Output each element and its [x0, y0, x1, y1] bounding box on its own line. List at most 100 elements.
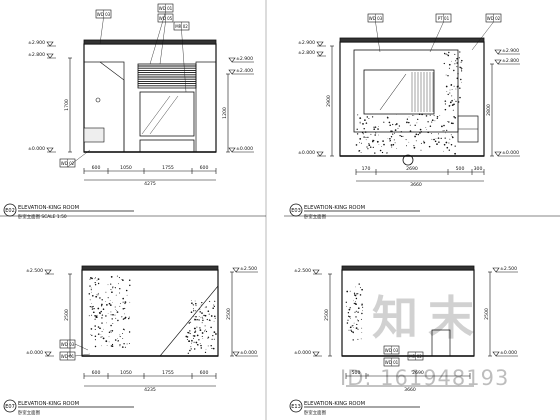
elevation-title-text: ELEVATION-KING ROOM [304, 401, 365, 407]
vertical-dimension: 2800 [486, 63, 494, 157]
stone-speck [366, 116, 369, 118]
elevation-panel-e03: ±2.900±2.800±0.000±2.900±2.800±0.0002900… [284, 13, 560, 220]
stone-speck [461, 81, 463, 83]
stone-speck [213, 320, 215, 322]
level-value: ±2.400 [236, 68, 253, 74]
stone-speck [187, 332, 190, 334]
stone-speck [351, 325, 353, 327]
stone-speck [92, 311, 95, 314]
stone-speck [446, 146, 449, 149]
stone-speck [97, 292, 99, 294]
material-tag: WD 03 [95, 9, 112, 19]
stone-speck [97, 282, 100, 285]
stone-speck [90, 277, 92, 279]
material-tag: WD 01 [59, 351, 76, 361]
stone-speck [376, 140, 379, 143]
stone-speck [413, 146, 416, 149]
stone-speck [194, 331, 196, 334]
stone-speck [122, 302, 124, 303]
stone-speck [190, 333, 192, 335]
stone-speck [454, 152, 456, 155]
stone-speck [190, 321, 192, 323]
stone-speck [392, 133, 394, 135]
stone-speck [434, 120, 436, 122]
stone-speck [92, 305, 94, 308]
stone-speck [193, 337, 194, 339]
stone-speck [99, 327, 101, 330]
stone-speck [406, 121, 408, 124]
stone-speck [427, 121, 429, 123]
stone-speck [447, 93, 449, 96]
total-dim-value: 3660 [404, 387, 416, 393]
stone-speck [450, 143, 453, 146]
stone-speck [91, 306, 93, 308]
stone-speck [100, 305, 103, 307]
level-marker: ±2.800 [28, 52, 56, 59]
stone-speck [452, 122, 454, 125]
stone-speck [193, 320, 195, 321]
stone-speck [213, 304, 215, 306]
stone-speck [101, 331, 103, 333]
stone-speck [190, 311, 193, 314]
stone-speck [356, 128, 358, 130]
level-triangle [316, 51, 324, 57]
stone-speck [353, 322, 355, 324]
level-value: ±2.900 [502, 48, 519, 54]
stone-speck [185, 335, 188, 338]
stone-speck [396, 148, 398, 150]
level-value: ±0.000 [240, 350, 257, 356]
stone-speck [386, 152, 388, 154]
dim-value: 2500 [64, 309, 70, 321]
stone-speck [405, 139, 407, 141]
stone-speck [102, 337, 105, 340]
stone-speck [355, 310, 357, 312]
tag-code: WD 05 [159, 16, 173, 21]
stone-speck [421, 113, 423, 116]
dim-value: 1755 [162, 370, 174, 376]
stone-speck [196, 326, 198, 328]
stone-speck [106, 304, 108, 306]
stone-speck [128, 343, 130, 344]
level-triangle [46, 147, 54, 153]
stone-speck [381, 146, 383, 147]
stone-speck [101, 317, 103, 319]
stone-speck [97, 326, 100, 328]
dim-value: 2690 [406, 166, 418, 172]
stone-speck [365, 122, 368, 124]
stone-speck [431, 138, 432, 140]
stone-speck [372, 146, 374, 149]
stone-speck [356, 293, 358, 295]
stone-speck [438, 141, 440, 143]
stone-speck [389, 124, 391, 127]
ceiling-band [339, 37, 485, 43]
level-marker: ±0.000 [28, 146, 56, 153]
stone-speck [111, 329, 114, 332]
level-triangle [492, 267, 500, 273]
stone-speck [200, 344, 202, 347]
stone-speck [101, 336, 103, 338]
stone-speck [367, 136, 369, 139]
stone-speck [203, 314, 205, 317]
stone-speck [97, 278, 100, 280]
stone-speck [460, 78, 462, 81]
tag-code: MR 02 [175, 24, 188, 29]
stone-speck [212, 307, 214, 309]
stone-speck [100, 334, 102, 335]
dim-value: 500 [352, 370, 361, 376]
stone-speck [442, 130, 444, 132]
stone-speck [358, 283, 360, 285]
stone-speck [450, 122, 453, 125]
stone-speck [108, 336, 110, 338]
stone-speck [431, 119, 434, 122]
stone-speck [370, 133, 372, 135]
level-triangle [492, 351, 500, 357]
stone-speck [425, 115, 428, 117]
stone-speck [356, 323, 358, 326]
stone-speck [362, 310, 363, 312]
stone-speck [112, 302, 113, 303]
stone-speck [187, 352, 189, 354]
stone-speck [97, 293, 99, 295]
stone-speck [119, 305, 121, 307]
stone-speck [451, 95, 453, 97]
